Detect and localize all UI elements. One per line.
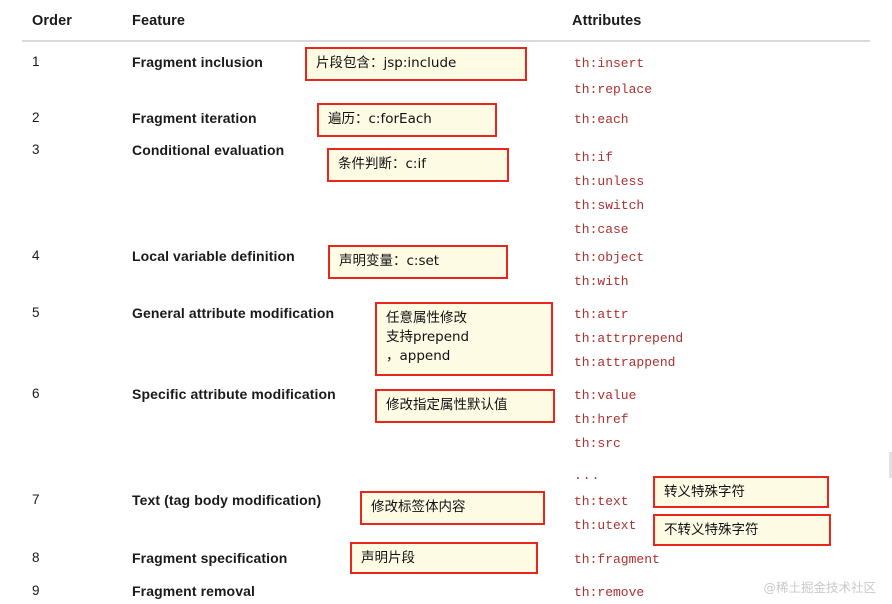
anno-text-body: 修改标签体内容 (360, 491, 545, 525)
row-feature: Local variable definition (132, 248, 295, 264)
row-feature: Fragment removal (132, 583, 255, 599)
row-order: 1 (32, 54, 40, 69)
row-feature: Fragment specification (132, 550, 288, 566)
row-order: 7 (32, 492, 40, 507)
row-attribute: th:src (574, 436, 621, 451)
watermark: @稀土掘金技术社区 (763, 580, 876, 595)
row-attribute: th:switch (574, 198, 645, 213)
row-order: 8 (32, 550, 40, 565)
anno-fragment-inclusion: 片段包含：jsp:include (305, 47, 527, 81)
row-attribute: th:remove (574, 585, 645, 600)
row-order: 2 (32, 110, 40, 125)
anno-conditional: 条件判断：c:if (327, 148, 509, 182)
row-attribute: th:value (574, 388, 637, 403)
row-attribute: th:attr (574, 307, 629, 322)
anno-fragment-iteration: 遍历：c:forEach (317, 103, 497, 137)
anno-escape: 转义特殊字符 (653, 476, 829, 508)
row-attribute: th:with (574, 274, 629, 289)
table-header-row: Order Feature Attributes (22, 8, 870, 42)
row-feature: Conditional evaluation (132, 142, 285, 158)
row-attribute: th:unless (574, 174, 645, 189)
row-attribute: th:text (574, 494, 629, 509)
row-order: 5 (32, 305, 40, 320)
row-attribute: th:if (574, 150, 614, 165)
row-attribute: th:attrprepend (574, 331, 684, 346)
row-feature: Specific attribute modification (132, 386, 336, 402)
row-feature: General attribute modification (132, 305, 335, 321)
row-attribute: th:each (574, 112, 629, 127)
row-order: 4 (32, 248, 40, 263)
anno-specific-attribute: 修改指定属性默认值 (375, 389, 555, 423)
thymeleaf-attributes-table: Order Feature Attributes 1 Fragment incl… (22, 8, 870, 600)
anno-general-attribute: 任意属性修改 支持prepend ，append (375, 302, 553, 376)
row-attribute: th:case (574, 222, 629, 237)
column-header-order: Order (32, 13, 72, 29)
anno-local-variable: 声明变量：c:set (328, 245, 508, 279)
row-attribute: th:object (574, 250, 645, 265)
anno-fragment-spec: 声明片段 (350, 542, 538, 574)
row-feature: Fragment iteration (132, 110, 257, 126)
row-feature: Text (tag body modification) (132, 492, 322, 508)
row-order: 9 (32, 583, 40, 598)
scroll-edge-marker (889, 452, 892, 478)
row-order: 6 (32, 386, 40, 401)
row-attribute: th:fragment (574, 552, 660, 567)
anno-no-escape: 不转义特殊字符 (653, 514, 831, 546)
row-attribute: th:replace (574, 82, 653, 97)
row-attribute: th:utext (574, 518, 637, 533)
column-header-feature: Feature (132, 13, 186, 29)
row-attribute-ellipsis: ... (574, 468, 601, 483)
row-feature: Fragment inclusion (132, 54, 263, 70)
row-attribute: th:attrappend (574, 355, 676, 370)
column-header-attributes: Attributes (572, 13, 642, 29)
row-order: 3 (32, 142, 40, 157)
row-attribute: th:href (574, 412, 629, 427)
row-attribute: th:insert (574, 56, 645, 71)
